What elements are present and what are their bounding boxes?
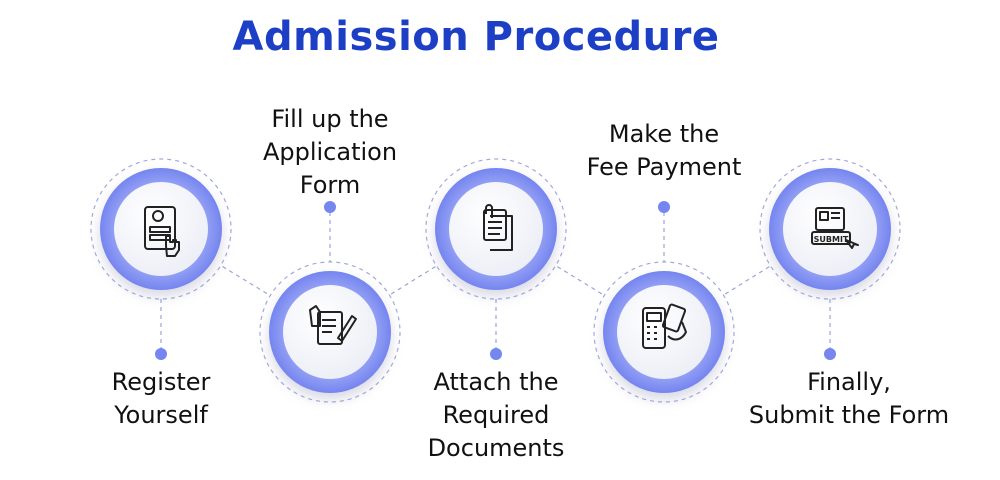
- label-line: Yourself: [114, 401, 208, 429]
- step-label-submit: Finally, Submit the Form: [724, 366, 974, 432]
- step-dot: [490, 348, 502, 360]
- label-line: Finally,: [807, 368, 891, 396]
- step-dot: [824, 348, 836, 360]
- page-title: Admission Procedure: [232, 14, 720, 60]
- step-dot: [658, 201, 670, 213]
- label-line: Fee Payment: [586, 153, 742, 181]
- fill-form-pen-icon: [309, 305, 357, 345]
- svg-text:SUBMIT: SUBMIT: [814, 235, 849, 244]
- step-label-register: Register Yourself: [41, 366, 281, 432]
- label-line: Application: [262, 138, 398, 166]
- register-form-hand-icon: [144, 206, 180, 257]
- label-line: Fill up the: [271, 105, 389, 133]
- step-dot: [155, 348, 167, 360]
- label-line: Make the: [608, 120, 720, 148]
- label-line: Submit the Form: [748, 401, 950, 429]
- label-line: Form: [299, 171, 361, 199]
- step-label-fee-payment: Make the Fee Payment: [544, 118, 784, 184]
- step-label-fill-form: Fill up the Application Form: [210, 103, 450, 202]
- step-label-attach-documents: Attach the Required Documents: [376, 366, 616, 465]
- step-inner-circle: [114, 182, 208, 276]
- documents-clip-icon: [483, 204, 513, 251]
- label-line: Documents: [427, 434, 565, 462]
- label-line: Required: [442, 401, 550, 429]
- label-line: Register: [111, 368, 211, 396]
- label-line: Attach the: [433, 368, 559, 396]
- step-node: [90, 158, 232, 300]
- step-dot: [324, 201, 336, 213]
- submit-form-icon: SUBMIT: [811, 207, 859, 249]
- card-payment-icon: [642, 303, 687, 349]
